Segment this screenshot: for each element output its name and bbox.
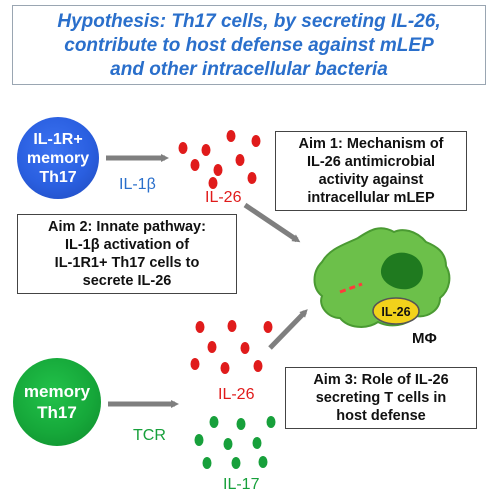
il26-dot <box>207 341 217 353</box>
macrophage-nucleus <box>380 252 423 290</box>
aim2-line-2: IL-1β activation of <box>64 237 190 253</box>
aim3-line-2: secreting T cells in <box>315 390 447 406</box>
il26-dot <box>195 321 205 333</box>
arrow-il26-to-macrophage-top <box>243 202 301 243</box>
cell-label-line-1: IL-1R+ <box>33 130 83 148</box>
il26-dots-top <box>178 130 261 189</box>
il26-dot <box>190 358 200 370</box>
tcr-label: TCR <box>133 427 166 444</box>
il26-dot <box>226 130 236 142</box>
il26-dot <box>178 142 188 154</box>
aim3-line-1: Aim 3: Role of IL-26 <box>313 372 449 388</box>
il26-dots-bottom <box>190 320 273 374</box>
aim2-line-3: IL-1R1+ Th17 cells to <box>54 255 200 271</box>
cell-label-line-3: Th17 <box>39 168 77 186</box>
cell-label-line-2: Th17 <box>37 403 77 422</box>
il26-dot <box>253 360 263 372</box>
il26-dot <box>220 362 230 374</box>
il17-dot <box>252 437 262 449</box>
il26-dot <box>213 164 223 176</box>
il17-dot <box>209 416 219 428</box>
il26-label-top: IL-26 <box>205 189 242 206</box>
memory-th17-cell: memory Th17 <box>13 358 101 446</box>
hypothesis-line-2: contribute to host defense against mLEP <box>64 35 434 56</box>
il26-dot <box>208 177 218 189</box>
aim2-box: Aim 2: Innate pathway: IL-1β activation … <box>17 214 237 294</box>
il1r-memory-th17-cell: IL-1R+ memory Th17 <box>17 117 99 199</box>
hypothesis-box: Hypothesis: Th17 cells, by secreting IL-… <box>12 5 486 85</box>
aim2-line-4: secrete IL-26 <box>82 273 172 289</box>
cell-label-line-2: memory <box>26 149 90 167</box>
il17-dot <box>194 434 204 446</box>
aim1-line-4: intracellular mLEP <box>307 190 435 206</box>
il17-dots <box>194 416 276 469</box>
arrow-il26-to-macrophage-bottom <box>268 309 308 350</box>
aim1-line-1: Aim 1: Mechanism of <box>298 136 444 152</box>
il17-dot <box>266 416 276 428</box>
il26-dot <box>240 342 250 354</box>
il26-label-bottom: IL-26 <box>218 386 255 403</box>
cell-label-line-1: memory <box>23 382 91 401</box>
aim1-line-2: IL-26 antimicrobial <box>306 154 436 170</box>
il26-dot <box>227 320 237 332</box>
macrophage-body <box>313 227 451 328</box>
il26-dot <box>251 135 261 147</box>
aim3-box: Aim 3: Role of IL-26 secreting T cells i… <box>285 367 477 429</box>
il1b-label: IL-1β <box>119 176 156 193</box>
macrophage: IL-26 <box>313 227 451 328</box>
aim1-box: Aim 1: Mechanism of IL-26 antimicrobial … <box>275 131 467 211</box>
bacterium-dash <box>339 282 363 294</box>
aim1-line-3: activity against <box>318 172 424 188</box>
il26-dot <box>263 321 273 333</box>
il17-dot <box>258 456 268 468</box>
aim3-line-3: host defense <box>336 408 426 424</box>
il17-dot <box>202 457 212 469</box>
macrophage-label: MΦ <box>412 330 437 347</box>
il26-badge-label: IL-26 <box>381 305 410 319</box>
hypothesis-line-1: Hypothesis: Th17 cells, by secreting IL-… <box>57 11 441 32</box>
il17-label: IL-17 <box>223 476 260 493</box>
il17-dot <box>231 457 241 469</box>
il26-dot <box>235 154 245 166</box>
il26-dot <box>190 159 200 171</box>
il26-dot <box>247 172 257 184</box>
hypothesis-line-3: and other intracellular bacteria <box>110 59 388 80</box>
il26-badge <box>372 297 420 325</box>
aim2-line-1: Aim 2: Innate pathway: <box>48 219 206 235</box>
il17-dot <box>236 418 246 430</box>
il26-dot <box>201 144 211 156</box>
il17-dot <box>223 438 233 450</box>
